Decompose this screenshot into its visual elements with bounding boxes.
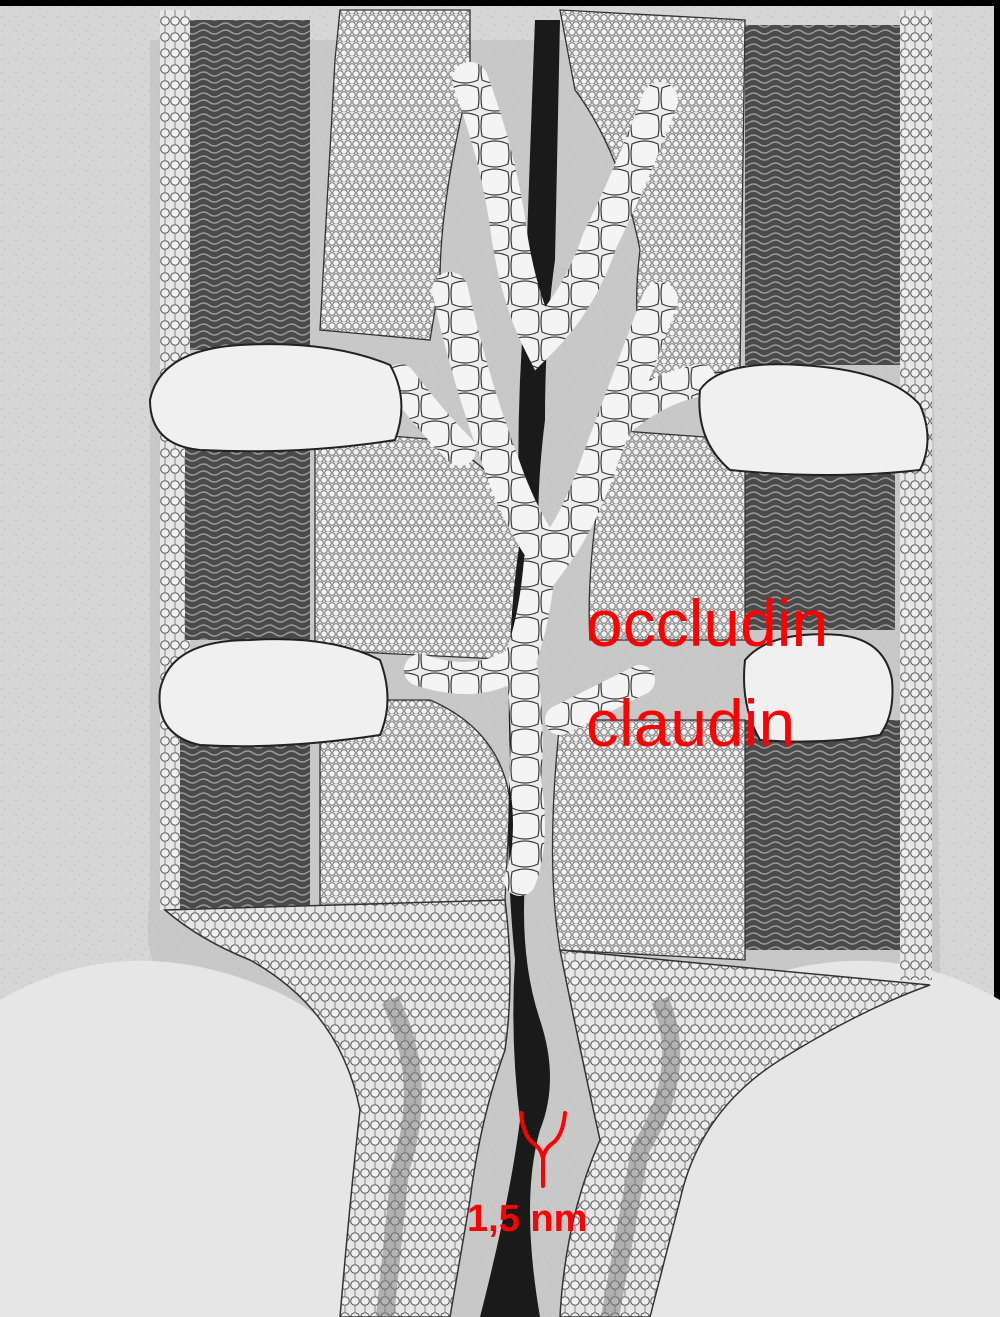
occludin-label: occludin (586, 590, 828, 656)
left-bilayer-middle (185, 440, 310, 640)
left-protein-upper (150, 344, 401, 451)
left-bilayer-lower (180, 720, 310, 920)
right-bilayer-upper (745, 25, 900, 365)
top-frame-edge (0, 0, 1000, 6)
left-protein-lower (160, 639, 388, 746)
claudin-label: claudin (586, 690, 795, 756)
gap-width-label: 1,5 nm (467, 1200, 587, 1238)
right-outer-headgroups (900, 10, 932, 980)
left-bilayer-upper (190, 20, 310, 350)
